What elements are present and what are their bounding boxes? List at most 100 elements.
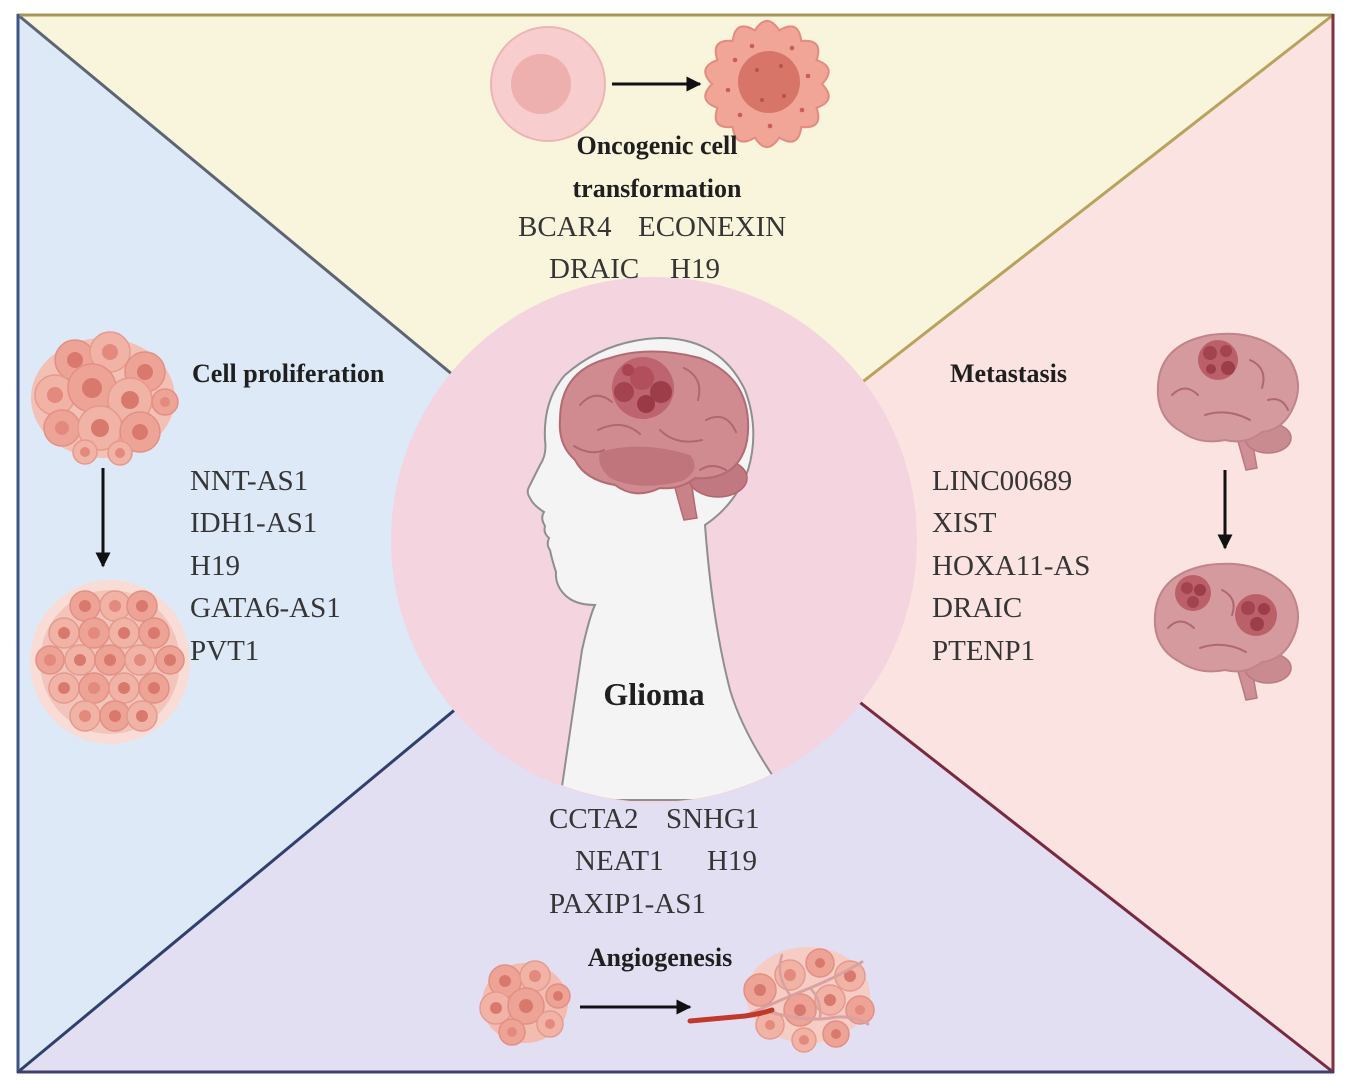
- cell-nucleus: [118, 682, 130, 694]
- cell-cluster-icon: [30, 580, 190, 744]
- cerebrum: [1156, 332, 1299, 443]
- cell-nucleus: [824, 994, 836, 1006]
- cell-nucleus: [553, 991, 563, 1001]
- gyrus-line: [1167, 620, 1195, 629]
- vessel-branch: [768, 1010, 870, 1026]
- cell-nucleus: [499, 975, 511, 987]
- gyrus-line: [659, 429, 703, 443]
- panel-proliferation: [18, 15, 656, 1072]
- gene-label: PVT1: [190, 635, 259, 667]
- gene-label: IDH1-AS1: [190, 507, 317, 539]
- cell-granule: [782, 94, 786, 98]
- cell-granule: [749, 43, 755, 49]
- cell-nucleus: [160, 397, 170, 407]
- cell-nucleus: [148, 627, 160, 639]
- cell-granule: [755, 68, 759, 72]
- gene-label: NNT-AS1: [190, 465, 308, 497]
- gyrus-line: [1267, 398, 1289, 411]
- proliferation-title: Cell proliferation: [192, 359, 385, 388]
- tumor-spot: [650, 381, 672, 403]
- gyrus-line: [597, 423, 641, 435]
- gyrus-line: [1221, 589, 1235, 616]
- cell-nucleus: [136, 710, 148, 722]
- panel-angiogenesis: [18, 543, 1333, 1072]
- gyrus-line: [1249, 359, 1265, 389]
- cell-nucleus: [88, 627, 100, 639]
- cell-nucleus: [91, 419, 109, 437]
- cell-nucleus: [136, 600, 148, 612]
- tumor-spot: [630, 366, 654, 390]
- cell-nucleus: [754, 984, 766, 996]
- gene-label: H19: [707, 845, 757, 877]
- cell-nucleus: [794, 1004, 806, 1016]
- gene-label: HOXA11-AS: [932, 550, 1090, 582]
- gene-label: LINC00689: [932, 465, 1072, 497]
- cell-cluster-icon: [31, 331, 179, 466]
- tumor-spot: [1187, 596, 1199, 608]
- brain-tumor-icon: [558, 350, 750, 521]
- cell-nucleus: [44, 654, 56, 666]
- brain-tumor-icon: [1153, 562, 1299, 701]
- brain-tumor-icon: [1156, 332, 1299, 471]
- cell-nucleus: [47, 387, 63, 403]
- cell-granule: [732, 57, 738, 63]
- cell-nucleus: [137, 364, 153, 380]
- cell-nucleus: [784, 969, 796, 981]
- cell-granule: [737, 112, 743, 118]
- gyrus-line: [699, 465, 727, 471]
- cell-nucleus: [134, 654, 146, 666]
- gene-label: NEAT1: [575, 845, 664, 877]
- cell-nucleus: [511, 54, 571, 114]
- gene-label: DRAIC: [932, 592, 1022, 624]
- oncogenic-title-line-1: Oncogenic cell: [576, 131, 737, 160]
- cell-nucleus: [132, 424, 148, 440]
- cell-granule: [779, 64, 783, 68]
- cell-nucleus: [529, 970, 541, 982]
- gene-label: BCAR4: [518, 211, 612, 243]
- gene-label: H19: [670, 253, 720, 285]
- tumor-spot: [1250, 617, 1264, 631]
- cell-nucleus: [115, 448, 125, 458]
- vessel-branch: [808, 986, 822, 1020]
- cell-nucleus: [67, 352, 83, 368]
- gyrus-line: [579, 394, 613, 406]
- gyrus-line: [1171, 387, 1199, 396]
- cell-cluster-icon: [479, 960, 571, 1046]
- tumor-spot: [1194, 584, 1206, 596]
- cell-nucleus: [109, 600, 121, 612]
- gyrus-line: [573, 445, 605, 454]
- cell-nucleus: [855, 1005, 865, 1015]
- gene-label: ECONEXIN: [638, 211, 786, 243]
- tumor-spot: [622, 364, 634, 376]
- gene-label: DRAIC: [549, 253, 639, 285]
- cell-nucleus: [88, 682, 100, 694]
- cell-nucleus: [815, 958, 825, 968]
- gyrus-line: [683, 367, 701, 401]
- panel-metastasis: [656, 15, 1333, 1072]
- angiogenesis-title: Angiogenesis: [588, 943, 732, 972]
- cell-nucleus: [55, 421, 69, 435]
- cell-nucleus: [738, 51, 800, 113]
- oncogenic-title-line-2: transformation: [573, 174, 743, 203]
- blood-vessel-icon: [687, 947, 875, 1053]
- cell-nucleus: [109, 710, 121, 722]
- temporal-lobe: [599, 446, 695, 486]
- metastasis-title: Metastasis: [950, 359, 1067, 388]
- gene-label: PTENP1: [932, 635, 1035, 667]
- cell-nucleus: [164, 654, 176, 666]
- cell-nucleus: [121, 391, 139, 409]
- cell-granule: [799, 107, 805, 113]
- center-label: Glioma: [603, 676, 704, 712]
- gene-label: CCTA2: [549, 803, 639, 835]
- cell-nucleus: [765, 1020, 775, 1030]
- gene-label: GATA6-AS1: [190, 592, 341, 624]
- normal-cell-icon: [490, 26, 606, 142]
- gyrus-line: [1199, 643, 1247, 653]
- cell-nucleus: [80, 447, 90, 457]
- tumor-spot: [1203, 346, 1217, 360]
- cell-nucleus: [118, 627, 130, 639]
- cell-nucleus: [58, 627, 70, 639]
- cell-granule: [767, 123, 773, 129]
- cell-nucleus: [82, 378, 102, 398]
- gene-label: SNHG1: [666, 803, 759, 835]
